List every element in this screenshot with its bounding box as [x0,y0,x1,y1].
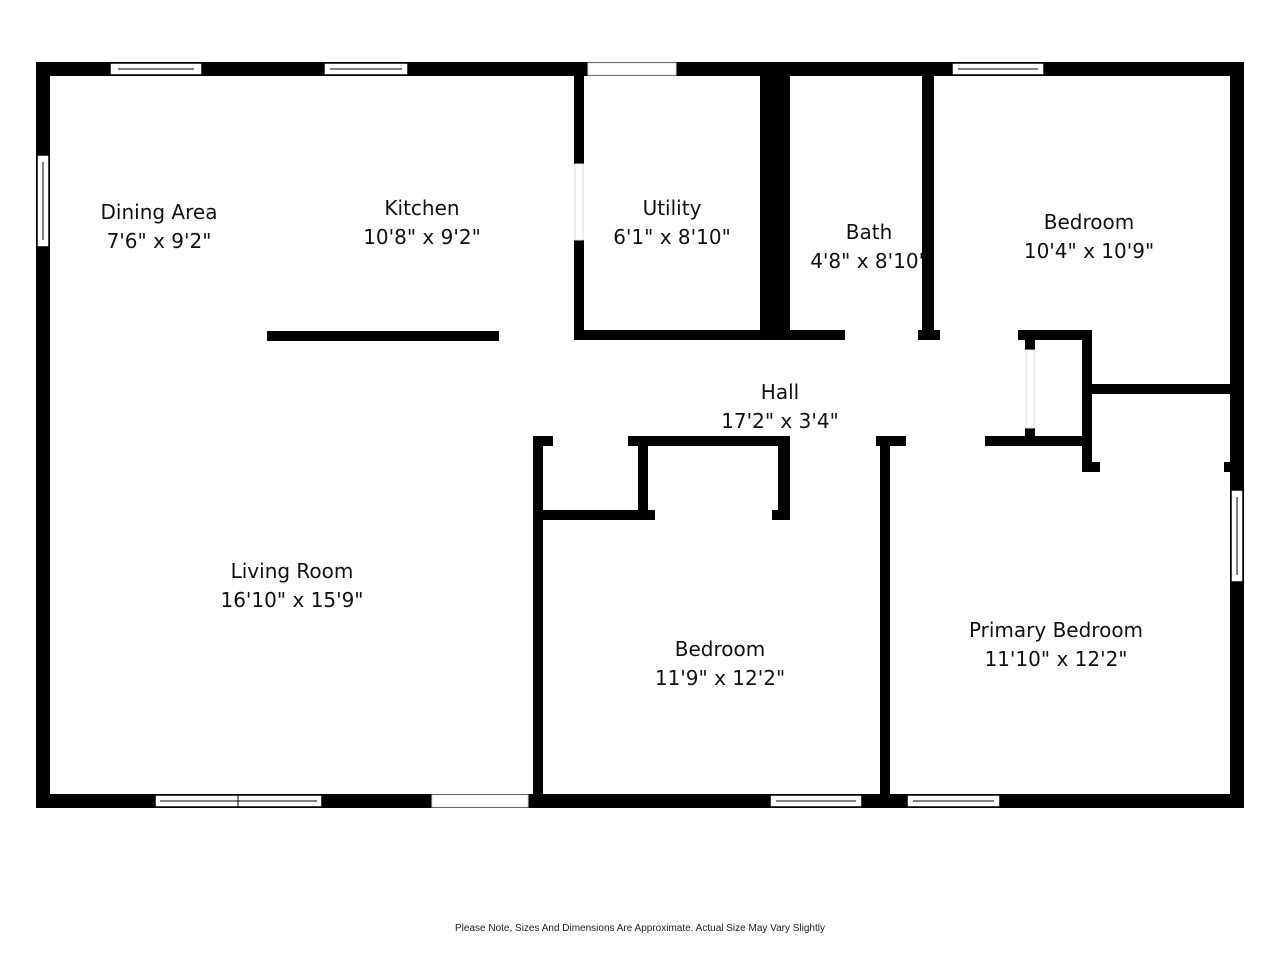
room-kitchen: Kitchen 10'8" x 9'2" [363,196,481,249]
room-primary-bedroom: Primary Bedroom 11'10" x 12'2" [969,618,1143,671]
room-bedroom-2: Bedroom 10'4" x 10'9" [1024,210,1154,263]
room-dimensions: 10'4" x 10'9" [1024,239,1154,263]
windows [36,62,1244,808]
room-dimensions: 4'8" x 8'10" [810,249,928,273]
openings [431,62,1035,808]
room-name: Utility [643,196,702,220]
room-bath: Bath 4'8" x 8'10" [810,220,928,273]
room-name: Living Room [231,559,354,583]
footer-note: Please Note, Sizes And Dimensions Are Ap… [455,923,825,934]
room-name: Hall [761,380,799,404]
room-utility: Utility 6'1" x 8'10" [613,196,731,249]
room-name: Dining Area [101,200,218,224]
room-dimensions: 10'8" x 9'2" [363,225,481,249]
room-dimensions: 11'10" x 12'2" [984,647,1127,671]
room-living-room: Living Room 16'10" x 15'9" [220,559,363,612]
room-name: Bedroom [675,637,765,661]
room-name: Kitchen [384,196,459,220]
room-name: Bedroom [1044,210,1134,234]
room-bedroom-3: Bedroom 11'9" x 12'2" [655,637,785,690]
room-name: Bath [846,220,893,244]
room-dimensions: 16'10" x 15'9" [220,588,363,612]
room-dimensions: 17'2" x 3'4" [721,409,839,433]
walls [36,62,1244,808]
room-name: Primary Bedroom [969,618,1143,642]
room-dining-area: Dining Area 7'6" x 9'2" [101,200,218,253]
room-dimensions: 7'6" x 9'2" [107,229,212,253]
room-dimensions: 11'9" x 12'2" [655,666,785,690]
room-dimensions: 6'1" x 8'10" [613,225,731,249]
room-hall: Hall 17'2" x 3'4" [721,380,839,433]
